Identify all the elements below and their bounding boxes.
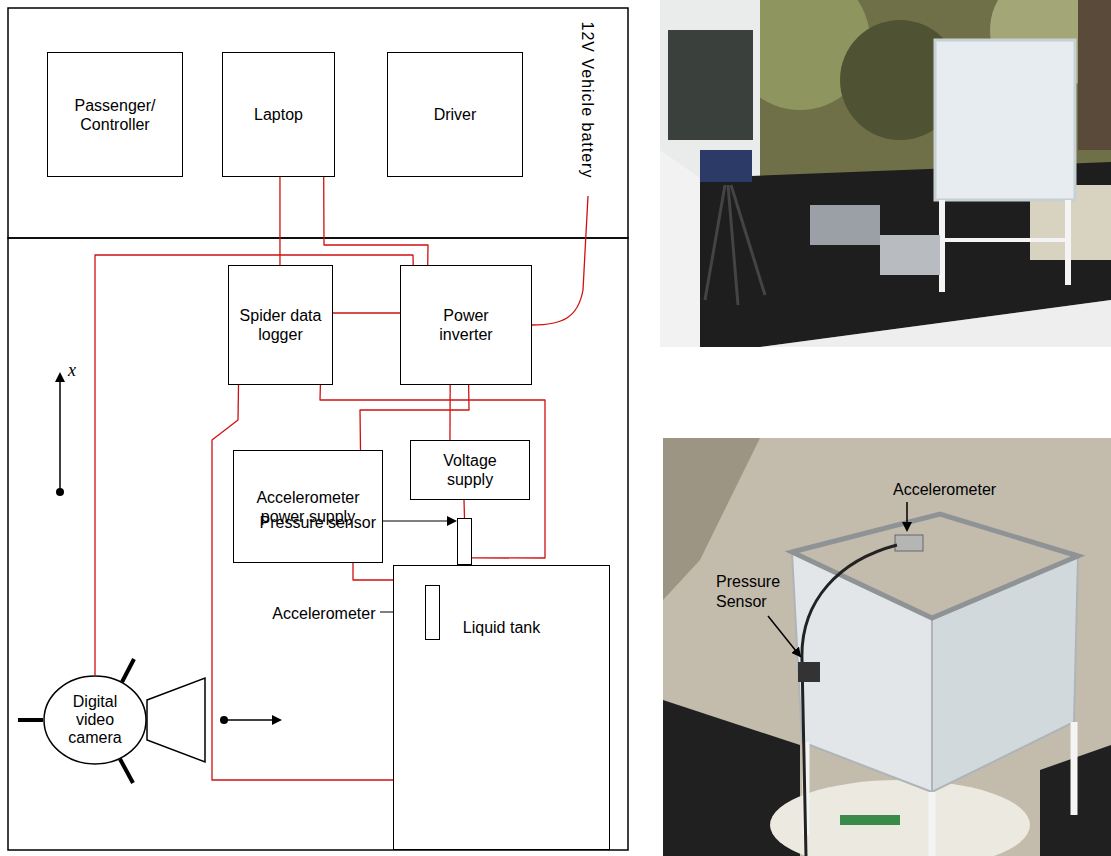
photo-sidewall bbox=[660, 150, 700, 347]
photo-cable bbox=[802, 545, 897, 856]
photo-tripod bbox=[705, 185, 725, 300]
photo-camera bbox=[700, 150, 752, 182]
photo-pressure-sensor bbox=[798, 662, 820, 682]
leader-arrow bbox=[380, 520, 455, 521]
wire-connector bbox=[324, 177, 428, 265]
wire-connector bbox=[463, 500, 465, 518]
wire-connector bbox=[95, 255, 413, 675]
photo-tripod bbox=[731, 185, 765, 295]
photo-instrument bbox=[810, 205, 880, 245]
axis-dot bbox=[56, 488, 64, 496]
box-label: Laptop bbox=[254, 105, 303, 124]
leader-arrow bbox=[906, 502, 908, 530]
photo-stand bbox=[1071, 722, 1078, 815]
box-label: Voltage supply bbox=[435, 451, 505, 489]
view-arrow bbox=[224, 719, 280, 721]
text-holder: Driver bbox=[434, 105, 477, 124]
box-label: Power inverter bbox=[426, 306, 506, 344]
text-holder: Laptop bbox=[254, 105, 303, 124]
sensor-box: Accelerometer bbox=[425, 585, 440, 640]
photo-stand bbox=[942, 238, 1068, 242]
camera-leg bbox=[120, 759, 133, 783]
logger-box: Spider data logger bbox=[228, 265, 333, 385]
leader-arrow bbox=[768, 616, 800, 656]
box-label: Spider data logger bbox=[235, 306, 327, 344]
photo-tank bbox=[935, 40, 1075, 200]
text-holder: Passenger/ Controller bbox=[60, 96, 170, 134]
photo-tank-face bbox=[932, 556, 1078, 792]
photo-callout: Pressure Sensor bbox=[716, 572, 790, 612]
camera-leg bbox=[122, 659, 134, 682]
box-label: Passenger/ Controller bbox=[60, 96, 170, 134]
axis-label: x bbox=[68, 360, 76, 381]
sensor-label: Accelerometer bbox=[272, 604, 375, 623]
person-box: Passenger/ Controller bbox=[47, 52, 183, 177]
power-supply-box: Voltage supply bbox=[410, 440, 530, 500]
photo-tank-top bbox=[792, 514, 1078, 618]
camera-ellipse-shape bbox=[44, 676, 146, 764]
bed-outline bbox=[8, 238, 628, 850]
text-holder: Voltage supply bbox=[435, 451, 505, 489]
camera-lens bbox=[147, 678, 205, 762]
photo-instrument bbox=[880, 235, 940, 275]
text-holder: Liquid tank bbox=[463, 618, 540, 637]
tank-box: Liquid tank Accelerometer bbox=[393, 565, 610, 850]
wire-connector bbox=[333, 312, 400, 313]
laptop-box: Laptop bbox=[222, 52, 335, 177]
battery-label: 12V Vehicle battery bbox=[578, 22, 597, 179]
camera-label: Digital video camera bbox=[64, 693, 126, 747]
photo-tank-face bbox=[792, 552, 932, 792]
axis-arrow bbox=[59, 374, 61, 492]
text-holder: Power inverter bbox=[426, 306, 506, 344]
photo-stand bbox=[1065, 200, 1071, 285]
cab-outline bbox=[8, 8, 628, 238]
photo-stand bbox=[929, 792, 936, 856]
truck-photo bbox=[660, 0, 1111, 347]
battery-wire bbox=[532, 196, 588, 325]
power-supply-box: Accelerometer power supply bbox=[233, 450, 383, 563]
inverter-box: Power inverter bbox=[400, 265, 532, 385]
wire-connector bbox=[449, 385, 451, 440]
wire-connector bbox=[279, 177, 280, 265]
camera-ellipse: Digital video camera bbox=[43, 675, 147, 765]
person-box: Driver bbox=[387, 52, 523, 177]
photo-bag-print bbox=[840, 815, 900, 825]
tank-photo bbox=[663, 438, 1111, 856]
box-label: Liquid tank bbox=[463, 618, 540, 637]
box-label: Driver bbox=[434, 105, 477, 124]
photo-callout: Accelerometer bbox=[893, 480, 996, 499]
sensor-box: Pressure sensor bbox=[457, 518, 472, 565]
photo-trees bbox=[660, 0, 1111, 347]
photo-accelerometer bbox=[895, 535, 923, 551]
camera-leg bbox=[18, 718, 43, 722]
text-holder: Digital video camera bbox=[64, 693, 126, 747]
photo-sidewall bbox=[760, 300, 1111, 347]
photo-window bbox=[668, 30, 753, 140]
sensor-label: Pressure sensor bbox=[260, 513, 377, 532]
photo-person bbox=[1078, 0, 1111, 150]
text-holder: Spider data logger bbox=[235, 306, 327, 344]
